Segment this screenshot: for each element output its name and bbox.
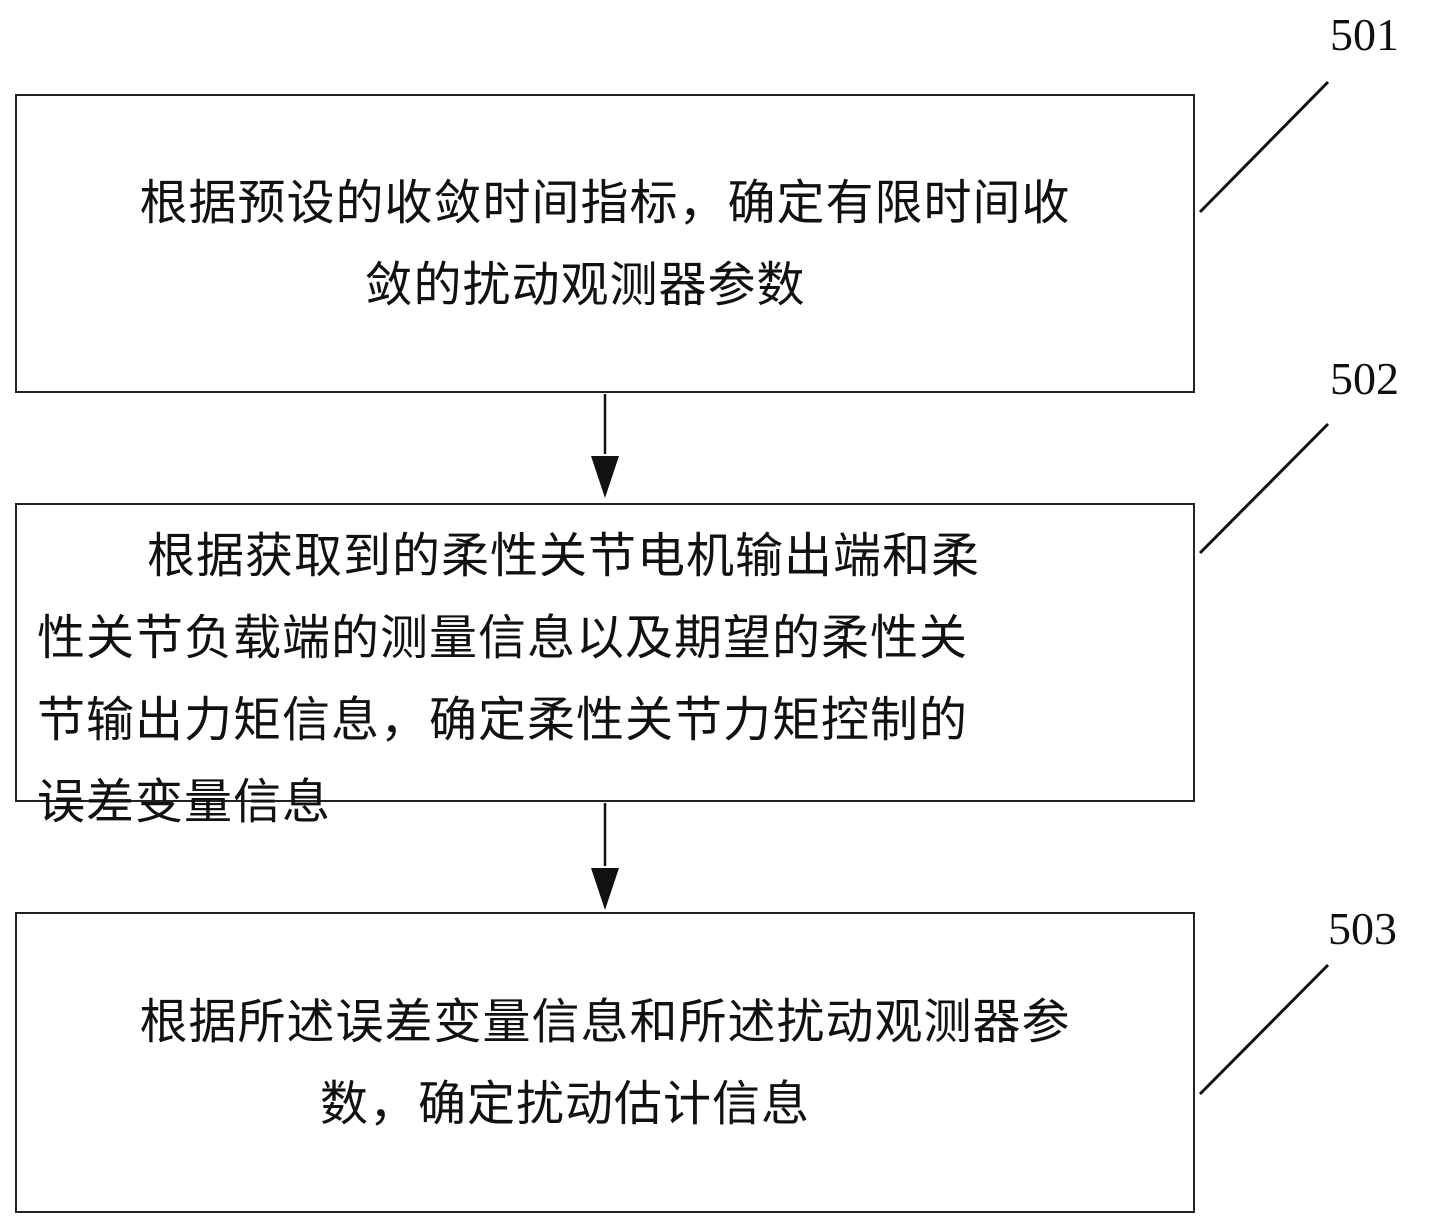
step-502-text-line-3: 节输出力矩信息，确定柔性关节力矩控制的 (37, 692, 969, 748)
step-label-502: 502 (1330, 353, 1399, 404)
step-502-text-line-4: 误差变量信息 (37, 774, 332, 830)
step-label-501: 501 (1330, 9, 1399, 60)
step-503-text-line-2: 数，确定扰动估计信息 (319, 1075, 810, 1132)
step-502-text-line-1: 根据获取到的柔性关节电机输出端和柔 (147, 528, 981, 584)
leader-line-501 (1198, 80, 1330, 214)
step-503-text-line-1: 根据所述误差变量信息和所述扰动观测器参 (139, 993, 1071, 1050)
step-501-text-line-2: 敛的扰动观测器参数 (364, 256, 806, 313)
flow-arrowhead-502-to-503 (591, 868, 619, 910)
flow-arrowhead-501-to-502 (591, 456, 619, 498)
step-box-502: 根据获取到的柔性关节电机输出端和柔 性关节负载端的测量信息以及期望的柔性关 节输… (15, 503, 1195, 830)
leader-line-503 (1198, 963, 1330, 1096)
step-502-text-line-2: 性关节负载端的测量信息以及期望的柔性关 (37, 610, 969, 666)
step-501-text-line-1: 根据预设的收敛时间指标，确定有限时间收 (139, 174, 1071, 231)
step-label-503: 503 (1328, 903, 1397, 954)
step-box-501: 根据预设的收敛时间指标，确定有限时间收 敛的扰动观测器参数 (15, 94, 1195, 393)
leader-line-502 (1198, 422, 1330, 555)
step-box-503: 根据所述误差变量信息和所述扰动观测器参 数，确定扰动估计信息 (15, 912, 1195, 1213)
